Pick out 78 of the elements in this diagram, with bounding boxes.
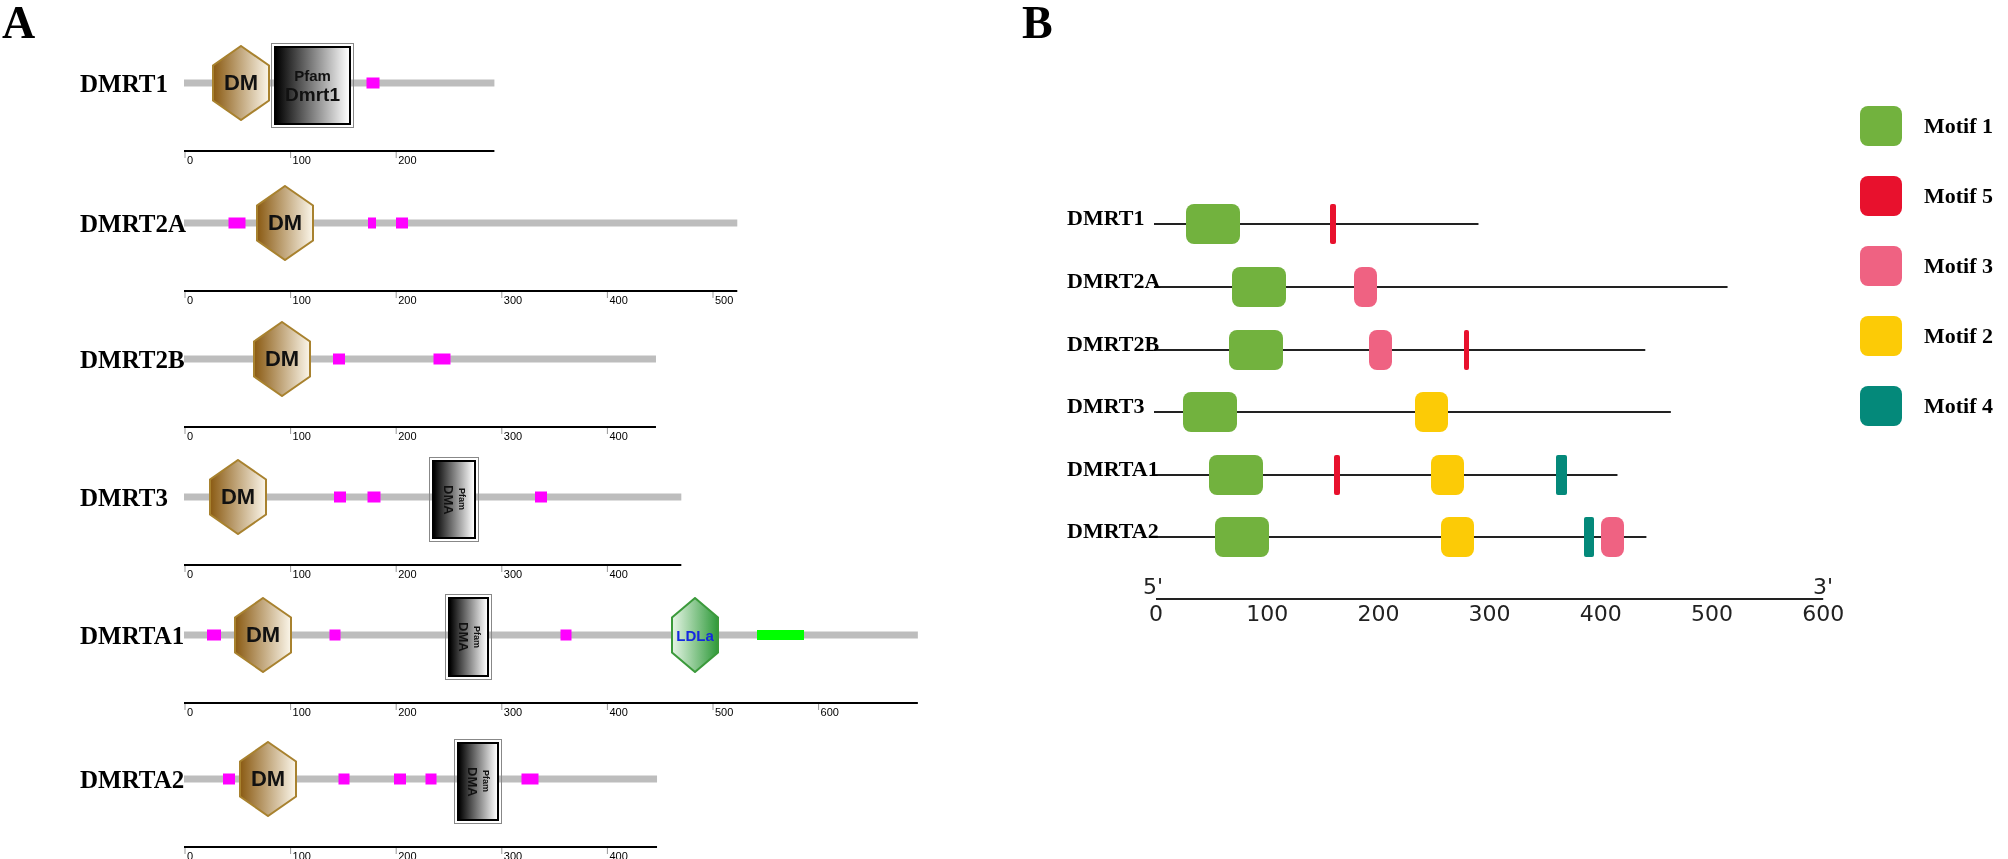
legend-label: Motif 1	[1924, 113, 1994, 139]
scale-tick-label: 500	[1691, 603, 1733, 625]
scale-tick-label: 400	[609, 707, 628, 718]
scale-tick-label: 0	[187, 431, 194, 442]
domain-label: DM	[267, 212, 303, 234]
domain-hexagon	[212, 45, 270, 121]
scale-tick-label: 300	[503, 707, 523, 718]
panel-letter: B	[1022, 0, 1053, 46]
scale-tick-label: 100	[292, 155, 311, 166]
panel-letter: A	[2, 0, 36, 46]
domain-label: LDLa	[676, 627, 714, 643]
scale-tick-label: 200	[398, 569, 417, 580]
scale-tick-label: 0	[187, 707, 194, 718]
protein-name: DMRT2B	[80, 346, 185, 372]
domain-label: DM	[223, 72, 259, 94]
domain-label: Pfam	[471, 626, 481, 648]
domain-label: Pfam	[294, 67, 331, 83]
protein-name: DMRT3	[80, 484, 168, 510]
domain-box	[448, 597, 489, 677]
domain-hexagon	[234, 597, 292, 673]
scale-tick-label: 200	[398, 431, 417, 442]
domain-label: Pfam	[481, 770, 490, 793]
scale-tick-label: 500	[715, 707, 734, 718]
scale-tick-label: 100	[292, 569, 311, 580]
domain-box	[457, 742, 499, 821]
scale-tick-label: 100	[292, 295, 311, 306]
scale-tick-label: 400	[609, 431, 628, 442]
scale-tick-label: 300	[1468, 603, 1511, 625]
protein-name: DMRTA2	[80, 766, 185, 792]
strand-end-label: 3'	[1813, 576, 1834, 598]
scale-tick-label: 600	[820, 707, 839, 718]
domain-label: DMA	[456, 622, 470, 652]
domain-hexagon	[239, 741, 297, 817]
protein-name: DMRTA1	[80, 622, 185, 648]
scale-tick-label: 100	[292, 431, 311, 442]
protein-name: DMRT1	[1067, 207, 1145, 229]
scale-tick-label: 100	[292, 707, 311, 718]
domain-label: DMA	[466, 766, 479, 797]
protein-name: DMRT1	[80, 70, 168, 96]
domain-hexagon	[256, 185, 314, 261]
scale-tick-label: 100	[1246, 603, 1289, 625]
domain-hexagon	[253, 321, 311, 397]
domain-label: DM	[245, 624, 281, 646]
domain-hexagon	[209, 459, 267, 535]
legend-label: Motif 3	[1924, 253, 1994, 279]
scale-tick-label: 0	[187, 569, 194, 580]
legend-label: Motif 2	[1924, 323, 1994, 349]
scale-tick-label: 200	[1357, 603, 1400, 625]
scale-tick-label: 300	[503, 569, 523, 580]
strand-end-label: 5'	[1143, 576, 1164, 598]
protein-name: DMRT2A	[80, 210, 187, 236]
protein-name: DMRT2A	[1067, 270, 1161, 292]
domain-label: DM	[264, 348, 300, 370]
domain-label: Pfam	[457, 488, 466, 511]
scale-tick-label: 400	[609, 295, 628, 306]
scale-tick-label: 200	[398, 707, 417, 718]
legend-label: Motif 5	[1924, 183, 1994, 209]
scale-tick-label: 400	[609, 569, 628, 580]
scale-tick-label: 200	[398, 155, 417, 166]
scale-tick-label: 0	[187, 155, 194, 166]
protein-name: DMRTA2	[1067, 520, 1159, 542]
scale-tick-label: 300	[503, 295, 523, 306]
domain-label: DMA	[442, 484, 455, 515]
protein-name: DMRTA1	[1067, 458, 1159, 480]
domain-label: DM	[220, 486, 256, 508]
scale-tick-label: 200	[398, 295, 417, 306]
protein-name: DMRT2B	[1067, 333, 1160, 355]
scale-tick-label: 600	[1802, 603, 1845, 625]
scale-tick-label: 300	[503, 431, 523, 442]
protein-name: DMRT3	[1067, 395, 1145, 417]
legend-label: Motif 4	[1924, 393, 1994, 419]
domain-box	[432, 460, 476, 539]
domain-hexagon	[671, 597, 719, 673]
scale-tick-label: 400	[1579, 603, 1622, 625]
scale-tick-label: 0	[187, 295, 194, 306]
scale-tick-label: 0	[1149, 603, 1163, 625]
domain-label: DM	[250, 768, 286, 790]
scale-tick-label: 500	[715, 295, 734, 306]
